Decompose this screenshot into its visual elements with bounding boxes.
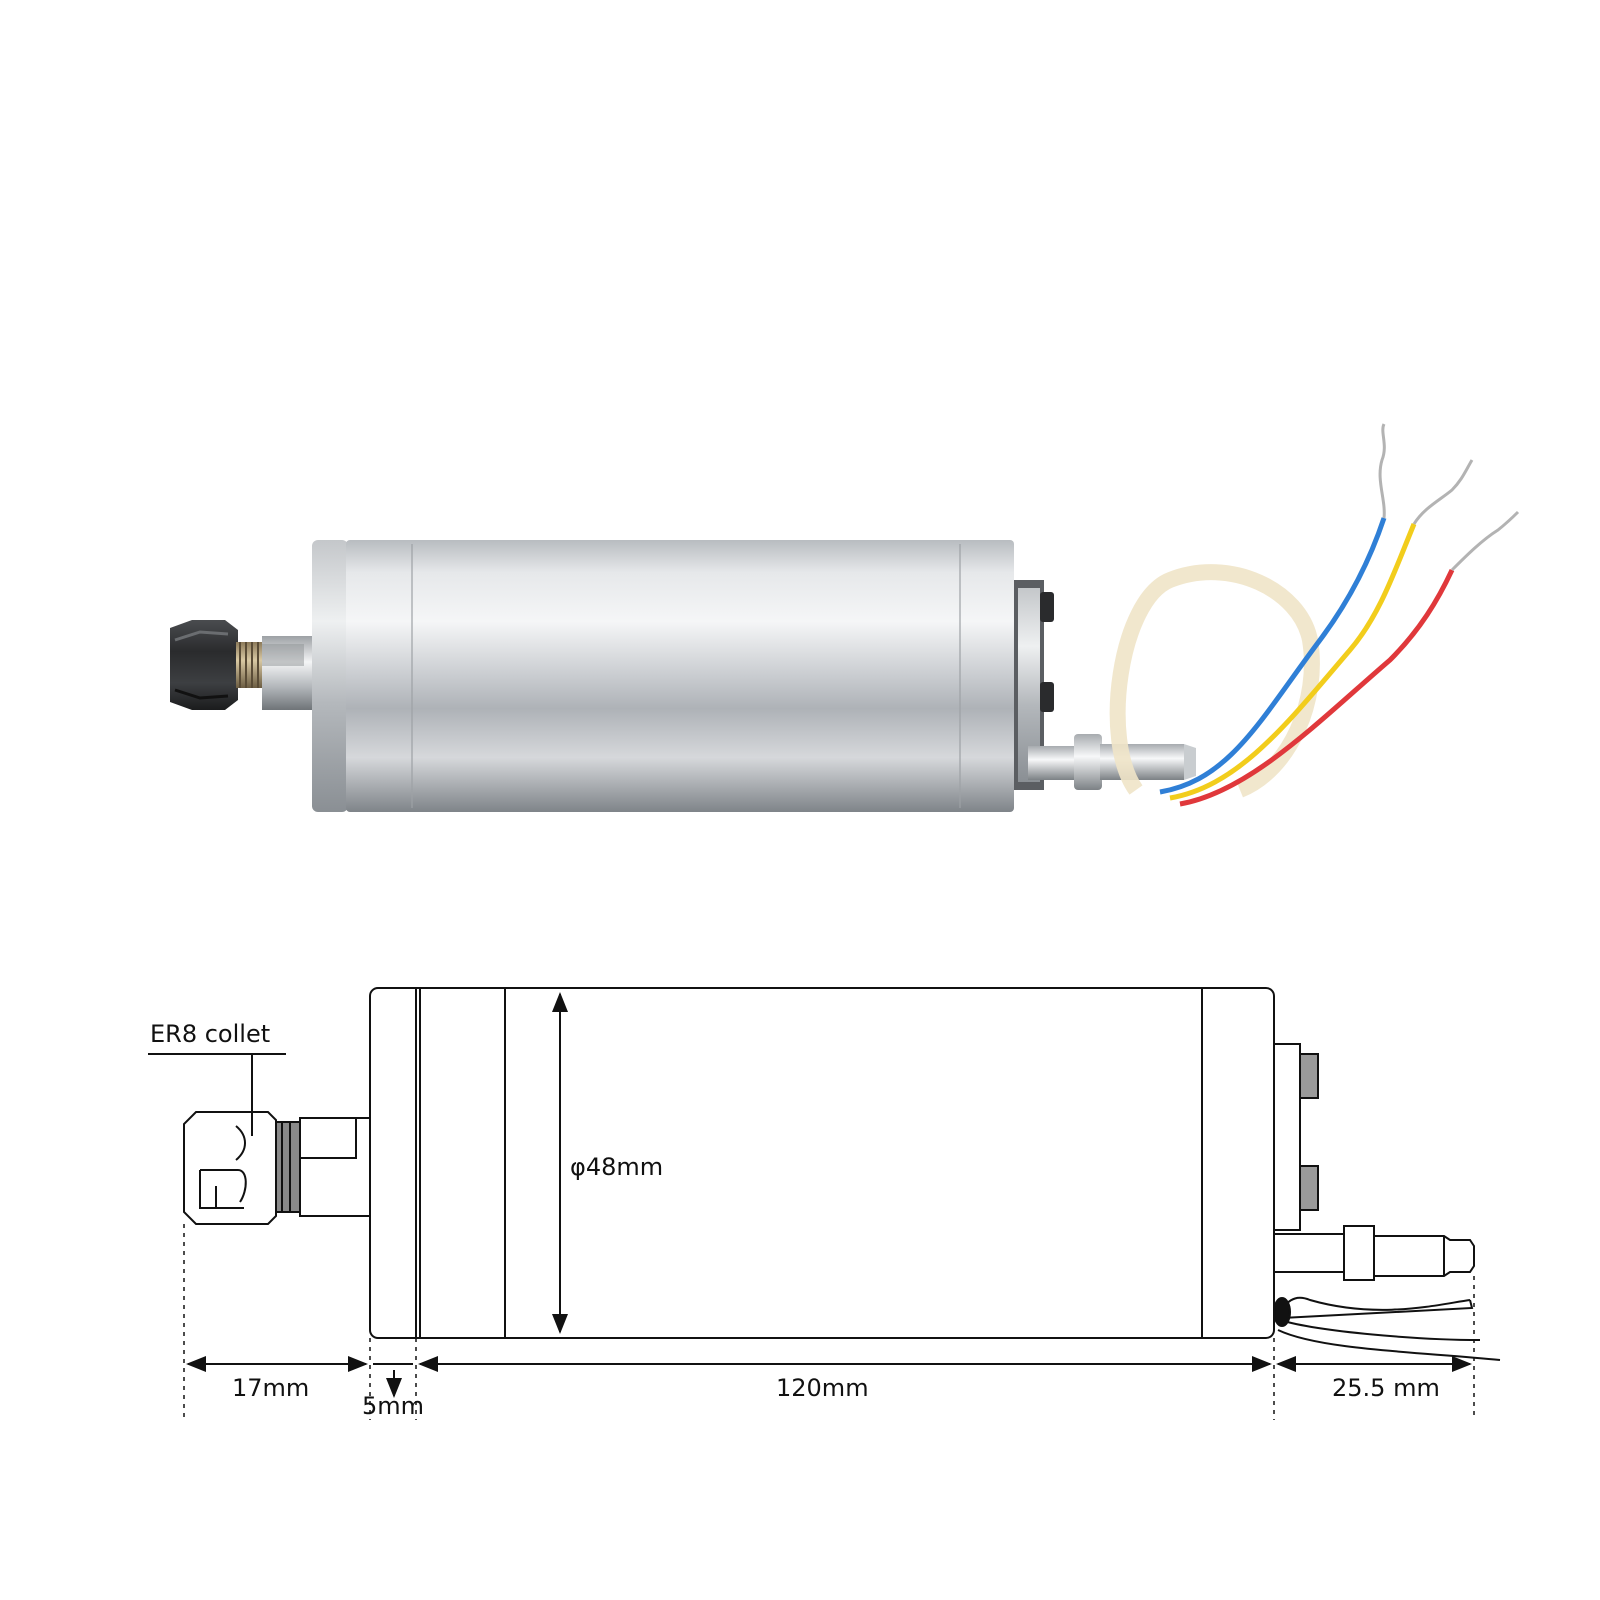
grommet xyxy=(1273,1297,1291,1327)
yellow-wire xyxy=(1169,523,1417,801)
rear-cap-outline xyxy=(1273,1043,1301,1231)
wire-bundle xyxy=(1279,1296,1471,1313)
collet-label: ER8 collet xyxy=(150,1020,270,1048)
dim-label-rear: 25.5 mm xyxy=(1332,1374,1440,1402)
collet-nut xyxy=(170,620,238,710)
rear-screw-top xyxy=(1040,592,1054,622)
extension-lines xyxy=(183,1224,1475,1420)
motor-body xyxy=(346,540,1014,812)
nipple-barb xyxy=(1373,1235,1475,1277)
nipple-base xyxy=(1273,1233,1345,1273)
blue-wire xyxy=(1159,517,1387,795)
collet-nut-outline xyxy=(183,1111,277,1225)
spindle-photo xyxy=(170,423,1520,812)
red-wire xyxy=(1179,568,1455,807)
rear-screw-bottom-outline xyxy=(1299,1165,1319,1211)
rear-screw-bottom xyxy=(1040,682,1054,712)
dim-label-front-cap: 5mm xyxy=(362,1392,424,1420)
dim-label-body: 120mm xyxy=(776,1374,869,1402)
thread-section xyxy=(236,642,262,688)
nipple-hex xyxy=(1343,1225,1375,1281)
front-cap xyxy=(312,540,348,812)
motor-wires xyxy=(1159,423,1520,807)
collet-knurl xyxy=(275,1121,301,1213)
dim-label-collet: 17mm xyxy=(232,1374,309,1402)
spindle-drawing: ER8 collet φ48mm xyxy=(148,987,1501,1420)
rear-screw-top-outline xyxy=(1299,1053,1319,1099)
shaft-flat xyxy=(299,1117,357,1159)
shaft-outline xyxy=(299,1117,371,1217)
insulation-sleeve xyxy=(1109,564,1320,798)
diameter-label: φ48mm xyxy=(570,1153,663,1181)
